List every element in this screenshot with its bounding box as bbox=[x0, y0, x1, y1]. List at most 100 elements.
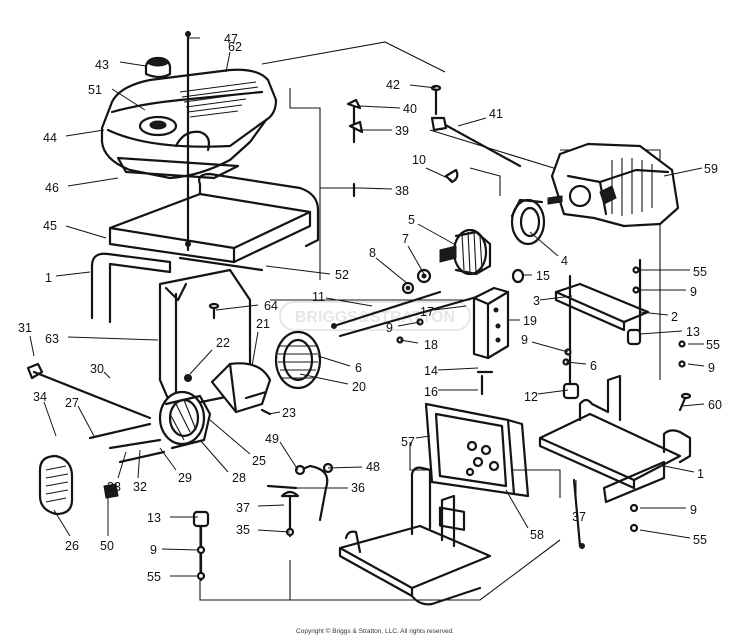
callout-c39: 39 bbox=[360, 124, 409, 138]
callout-c43: 43 bbox=[95, 58, 147, 72]
rotor-washers bbox=[401, 268, 525, 295]
callout-number-c52: 52 bbox=[335, 268, 349, 282]
callout-c34: 34 bbox=[33, 390, 57, 437]
callout-number-c43: 43 bbox=[95, 58, 109, 72]
callout-number-c21: 21 bbox=[256, 317, 270, 331]
callout-leader-c52 bbox=[265, 265, 331, 275]
callout-number-c57: 57 bbox=[401, 435, 415, 449]
callout-c26: 26 bbox=[53, 509, 79, 553]
callout-number-c9e: 9 bbox=[521, 333, 528, 347]
watermark: BRIGGS&STRATTON bbox=[279, 301, 471, 331]
callout-number-c7: 7 bbox=[402, 232, 409, 246]
engine bbox=[547, 142, 680, 228]
callout-leader-c14 bbox=[437, 367, 479, 371]
callout-leader-c9b bbox=[397, 321, 421, 327]
callout-c21: 21 bbox=[251, 317, 270, 367]
callout-leader-c45 bbox=[65, 225, 107, 239]
callout-number-c15: 15 bbox=[536, 269, 550, 283]
callout-leader-c3 bbox=[539, 295, 573, 301]
callout-number-c2: 2 bbox=[671, 310, 678, 324]
callout-leader-c20 bbox=[299, 373, 349, 385]
callout-c16: 16 bbox=[424, 385, 478, 399]
callout-c2: 2 bbox=[639, 310, 678, 324]
callout-number-c41: 41 bbox=[489, 107, 503, 121]
callout-number-c28: 28 bbox=[232, 471, 246, 485]
top-hardware bbox=[346, 84, 522, 198]
callout-c1a: 1 bbox=[45, 271, 91, 285]
callout-c44: 44 bbox=[43, 129, 105, 145]
callout-c37b: 37 bbox=[572, 480, 586, 524]
callout-leader-c58 bbox=[505, 489, 529, 529]
callout-number-c9a: 9 bbox=[150, 543, 157, 557]
callout-number-c13a: 13 bbox=[147, 511, 161, 525]
callout-c32: 32 bbox=[133, 449, 147, 494]
frame-handle-left bbox=[90, 252, 172, 324]
callout-leader-c38 bbox=[359, 187, 393, 190]
callout-leader-c64 bbox=[215, 304, 259, 311]
stator-ring bbox=[510, 198, 546, 246]
callout-number-c55d: 55 bbox=[693, 533, 707, 547]
callout-c50: 50 bbox=[100, 496, 114, 553]
callout-number-c12: 12 bbox=[524, 390, 538, 404]
callout-number-c51: 51 bbox=[88, 83, 102, 97]
callout-number-c6b: 6 bbox=[590, 359, 597, 373]
callout-c55d: 55 bbox=[639, 529, 707, 547]
callout-leader-c5 bbox=[417, 223, 455, 245]
frame-lower-left bbox=[338, 466, 492, 606]
callout-number-c64: 64 bbox=[264, 299, 278, 313]
callout-number-c42: 42 bbox=[386, 78, 400, 92]
callout-leader-c9a bbox=[161, 548, 199, 551]
alternator-stator bbox=[274, 330, 322, 390]
callout-leader-c32 bbox=[137, 449, 141, 479]
callout-number-c37a: 37 bbox=[236, 501, 250, 515]
callout-c6b: 6 bbox=[565, 359, 597, 373]
callout-number-c3: 3 bbox=[533, 294, 540, 308]
rotor-fan bbox=[439, 228, 492, 276]
callout-leader-c55d bbox=[639, 529, 691, 539]
through-bolt bbox=[331, 290, 482, 338]
watermark-text: BRIGGS&STRATTON bbox=[295, 309, 455, 326]
callout-leader-c51 bbox=[111, 88, 146, 111]
callout-number-c34: 34 bbox=[33, 390, 47, 404]
callout-leader-c1a bbox=[55, 271, 91, 277]
callout-number-c10: 10 bbox=[412, 153, 426, 167]
control-box bbox=[472, 286, 510, 360]
callout-number-c31: 31 bbox=[18, 321, 32, 335]
callout-number-c17: 17 bbox=[420, 305, 434, 319]
callout-leader-c57 bbox=[415, 435, 431, 439]
control-panel bbox=[424, 402, 530, 531]
callout-c62: 62 bbox=[225, 40, 242, 73]
callout-leader-c7 bbox=[407, 245, 425, 275]
callout-c14: 14 bbox=[424, 364, 479, 378]
callout-c10: 10 bbox=[412, 153, 453, 181]
callout-leader-c2 bbox=[639, 311, 669, 316]
callout-c11: 11 bbox=[312, 290, 373, 307]
callout-leader-c44 bbox=[65, 129, 105, 137]
callout-number-c40: 40 bbox=[403, 102, 417, 116]
callout-c23: 23 bbox=[267, 406, 296, 420]
copyright-notice: Copyright © Briggs & Stratton, LLC. All … bbox=[296, 628, 454, 635]
callout-number-c50: 50 bbox=[100, 539, 114, 553]
callout-c27: 27 bbox=[65, 396, 95, 437]
callout-c8: 8 bbox=[369, 246, 409, 285]
callout-number-c16: 16 bbox=[424, 385, 438, 399]
callout-leader-c11 bbox=[325, 297, 373, 307]
callout-leader-c33 bbox=[117, 451, 127, 479]
callout-number-c25: 25 bbox=[252, 454, 266, 468]
callout-c59: 59 bbox=[663, 162, 718, 177]
callout-c46: 46 bbox=[45, 177, 119, 195]
callout-c63: 63 bbox=[45, 332, 159, 346]
callout-c45: 45 bbox=[43, 219, 107, 239]
callout-number-c11: 11 bbox=[312, 290, 325, 304]
callout-leader-c41 bbox=[457, 117, 487, 127]
callout-c35: 35 bbox=[236, 523, 291, 537]
callout-number-c13b: 13 bbox=[686, 325, 700, 339]
callout-c13b: 13 bbox=[639, 325, 700, 339]
callout-c37a: 37 bbox=[236, 501, 285, 515]
callout-number-c26: 26 bbox=[65, 539, 79, 553]
callout-c9e: 9 bbox=[521, 333, 569, 353]
frame-rail-lower bbox=[538, 374, 692, 504]
